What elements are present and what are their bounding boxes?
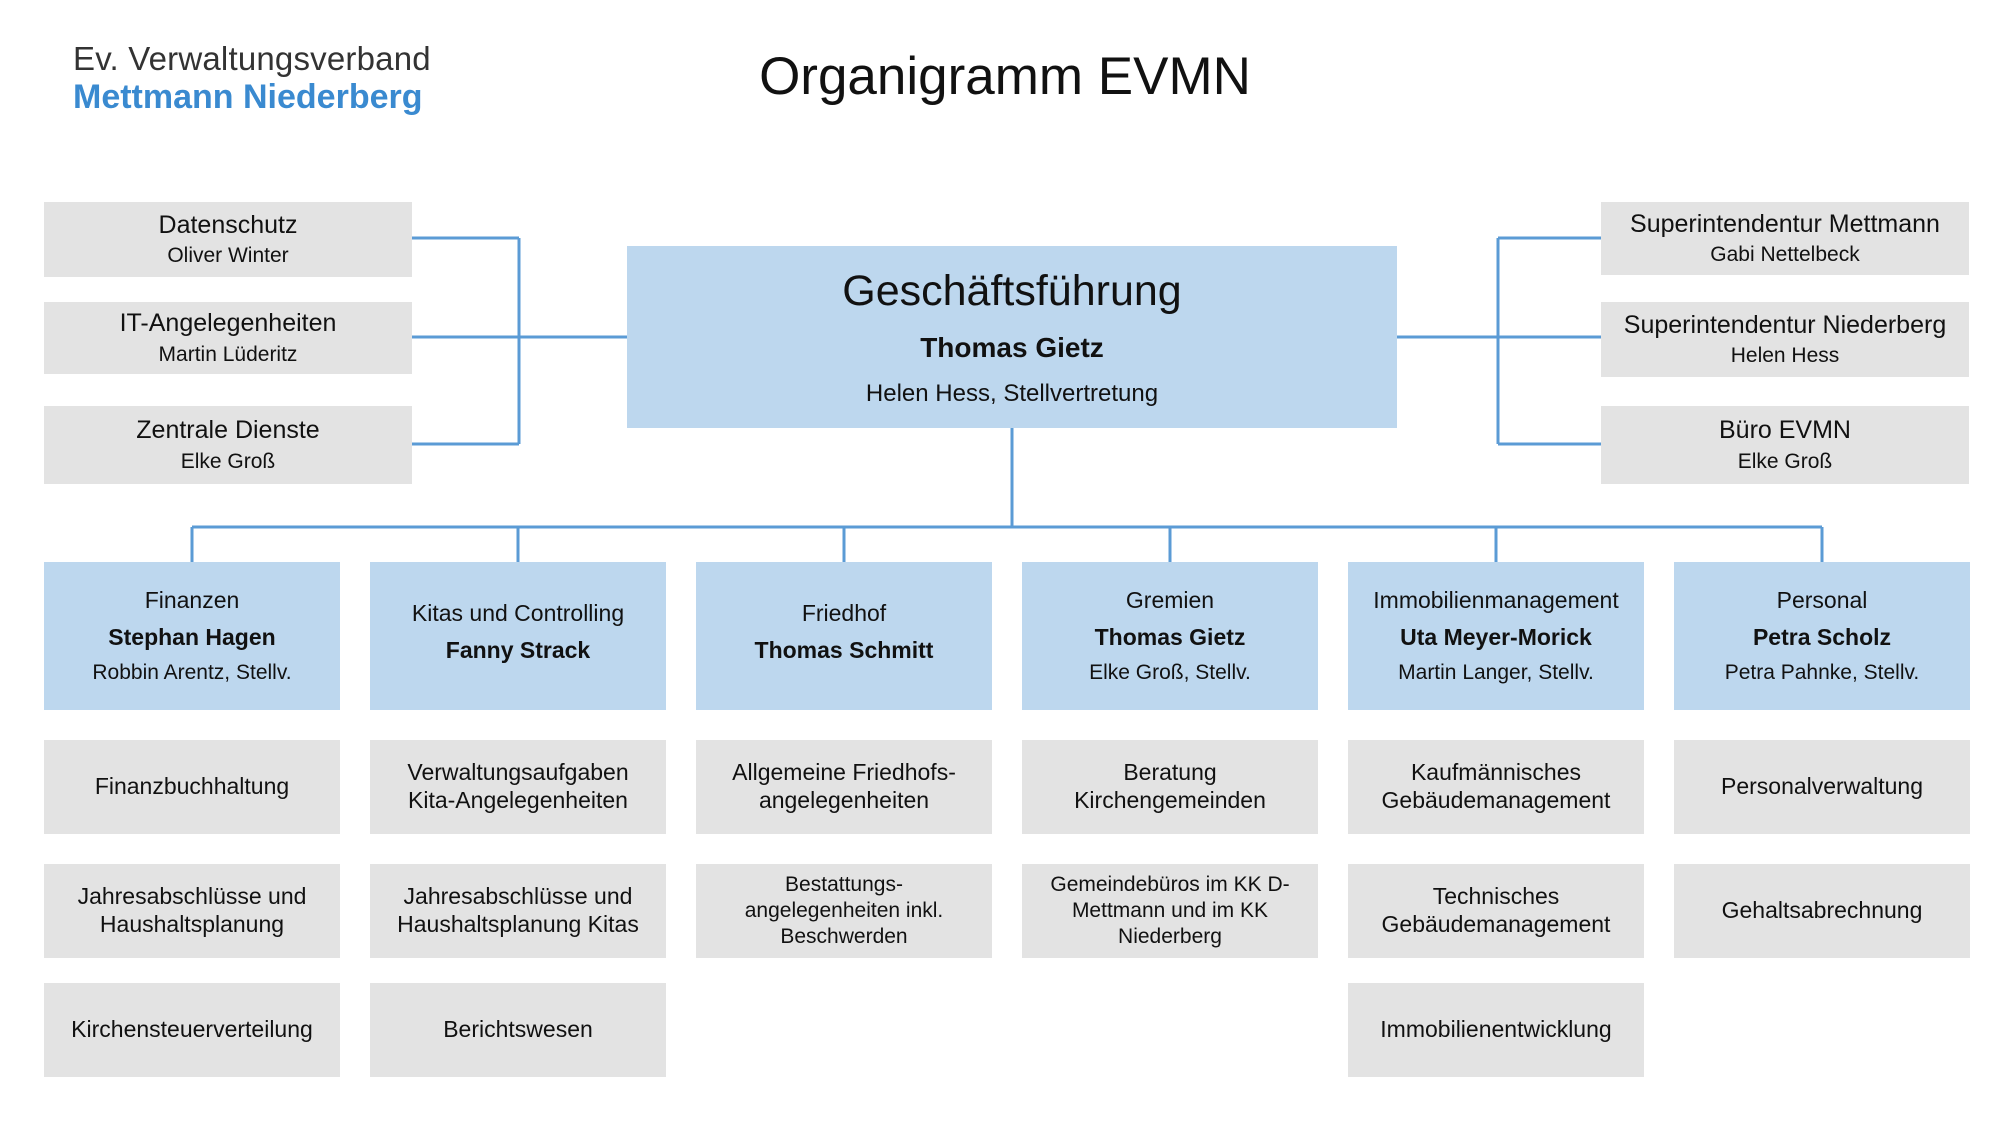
department-head: Fanny Strack	[445, 637, 591, 663]
staff-unit-name: Zentrale Dienste	[136, 416, 320, 445]
leadership-head: Thomas Gietz	[920, 332, 1104, 364]
task-label: Gemeindebüros im KK D-Mettmann und im KK…	[1050, 872, 1290, 949]
page-title: Organigramm EVMN	[759, 47, 1251, 106]
staff-unit-person: Oliver Winter	[167, 244, 289, 267]
task-box: Personalverwaltung	[1674, 740, 1970, 834]
leadership-deputy: Helen Hess, Stellvertretung	[865, 380, 1159, 408]
task-label: Berichtswesen	[443, 1016, 593, 1043]
leadership-title: Geschäftsführung	[842, 266, 1182, 315]
task-box: Berichtswesen	[370, 983, 666, 1077]
task-box: Gemeindebüros im KK D-Mettmann und im KK…	[1022, 864, 1318, 958]
department-head: Thomas Gietz	[1094, 623, 1246, 650]
leadership-box: Geschäftsführung Thomas Gietz Helen Hess…	[627, 246, 1397, 428]
task-label: Bestattungs-angelegenheiten inkl.Beschwe…	[744, 872, 944, 949]
staff-unit-name: IT-Angelegenheiten	[119, 309, 337, 338]
task-box: Allgemeine Friedhofs-angelegenheiten	[696, 740, 992, 834]
task-label: Finanzbuchhaltung	[94, 773, 290, 800]
staff-unit-person: Martin Lüderitz	[158, 342, 298, 366]
task-label: Allgemeine Friedhofs-angelegenheiten	[732, 759, 956, 813]
task-box: Gehaltsabrechnung	[1674, 864, 1970, 958]
task-box: Finanzbuchhaltung	[44, 740, 340, 834]
department-head: Thomas Schmitt	[754, 637, 934, 663]
staff-unit-name: Büro EVMN	[1719, 416, 1851, 445]
task-box: Kirchensteuerverteilung	[44, 983, 340, 1077]
task-label: Kirchensteuerverteilung	[71, 1016, 313, 1043]
department-name: Kitas und Controlling	[411, 600, 625, 627]
staff-unit-person: Helen Hess	[1730, 344, 1840, 367]
department-head: Petra Scholz	[1752, 623, 1892, 650]
staff-unit-name: Datenschutz	[158, 210, 298, 239]
task-label: Personalverwaltung	[1720, 773, 1923, 800]
department-deputy: Martin Langer, Stellv.	[1398, 660, 1594, 684]
staff-unit-person: Elke Groß	[180, 449, 276, 473]
department-name: Personal	[1776, 587, 1868, 614]
department-name: Immobilienmanagement	[1373, 587, 1619, 614]
department-deputy: Petra Pahnke, Stellv.	[1724, 660, 1920, 684]
staff-unit-box: Büro EVMN Elke Groß	[1601, 406, 1969, 484]
task-box: Bestattungs-angelegenheiten inkl.Beschwe…	[696, 864, 992, 958]
logo-line-2: Mettmann Niederberg	[73, 77, 423, 116]
task-box: Immobilienentwicklung	[1348, 983, 1644, 1077]
department-deputy: Robbin Arentz, Stellv.	[92, 660, 292, 684]
staff-unit-person: Elke Groß	[1737, 449, 1833, 473]
department-name: Gremien	[1125, 587, 1215, 614]
staff-unit-name: Superintendentur Mettmann	[1630, 209, 1940, 238]
department-name: Finanzen	[144, 587, 240, 614]
department-deputy: Elke Groß, Stellv.	[1089, 660, 1251, 684]
staff-unit-person: Gabi Nettelbeck	[1710, 243, 1860, 266]
task-label: Gehaltsabrechnung	[1721, 897, 1923, 924]
logo-line-1: Ev. Verwaltungsverband	[73, 40, 431, 77]
logo: Ev. Verwaltungsverband Mettmann Niederbe…	[73, 40, 431, 117]
department-head: Uta Meyer-Morick	[1400, 623, 1592, 650]
department-name: Friedhof	[801, 600, 887, 627]
department-head: Stephan Hagen	[108, 623, 276, 650]
task-label: Immobilienentwicklung	[1380, 1016, 1612, 1043]
staff-unit-name: Superintendentur Niederberg	[1623, 310, 1947, 339]
